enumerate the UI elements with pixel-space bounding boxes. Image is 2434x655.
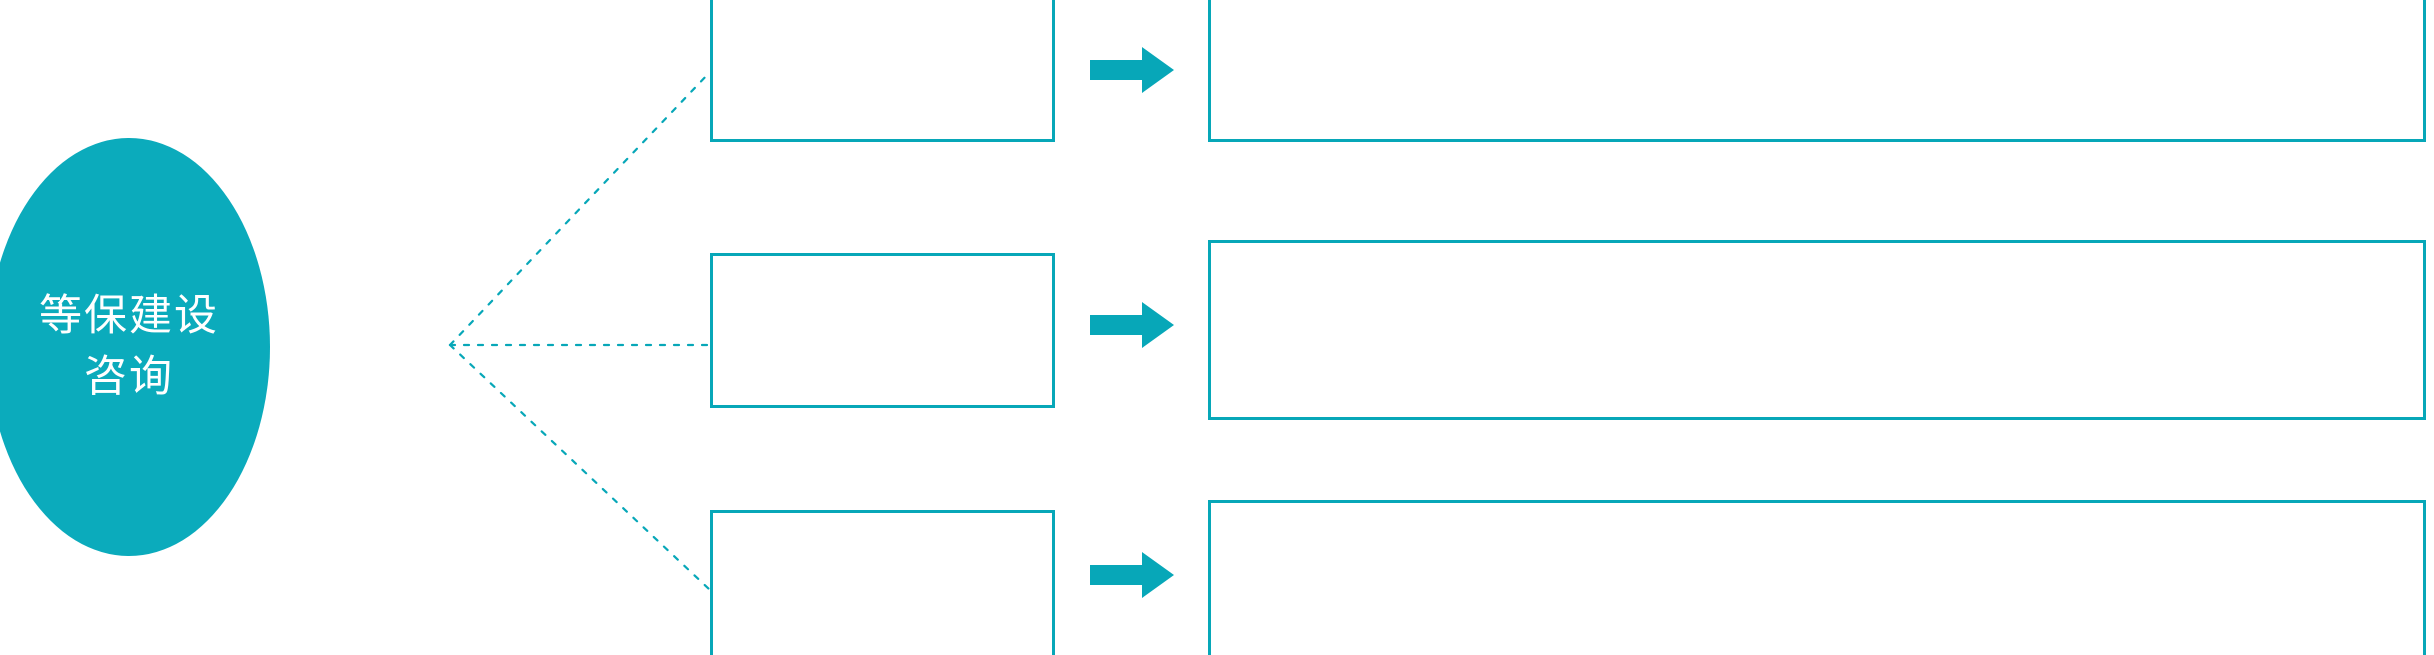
right-arrow-icon: [1090, 302, 1174, 348]
stage-box-1[interactable]: [710, 0, 1055, 142]
stage-box-2-label: [713, 256, 1052, 276]
detail-box-2-label: [1211, 243, 2423, 263]
hub-node[interactable]: 等保建设 咨询: [0, 138, 270, 556]
detail-box-1-label: [1211, 0, 2423, 20]
connector-line-3: [448, 343, 712, 592]
detail-box-2[interactable]: [1208, 240, 2426, 420]
right-arrow-icon: [1090, 552, 1174, 598]
right-arrow-icon: [1090, 47, 1174, 93]
detail-box-1[interactable]: [1208, 0, 2426, 142]
detail-box-3-label: [1211, 503, 2423, 523]
stage-box-3[interactable]: [710, 510, 1055, 655]
stage-box-1-label: [713, 0, 1052, 20]
stage-box-2[interactable]: [710, 253, 1055, 408]
hub-label: 等保建设 咨询: [39, 291, 219, 401]
connector-line-1: [448, 70, 712, 347]
detail-box-3[interactable]: [1208, 500, 2426, 655]
stage-box-3-label: [713, 513, 1052, 533]
